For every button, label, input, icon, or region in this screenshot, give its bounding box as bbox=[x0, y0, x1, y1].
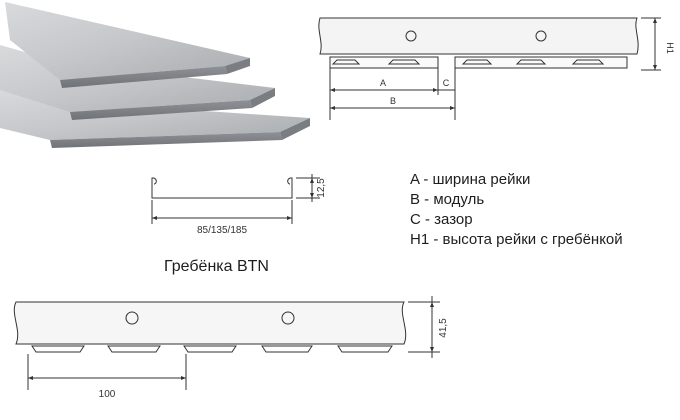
comb-diagram: 41,5 100 bbox=[13, 296, 449, 400]
dim-c-label: C bbox=[443, 78, 450, 88]
comb-pitch-label: 100 bbox=[99, 389, 116, 400]
profile-widths-label: 85/135/185 bbox=[197, 225, 247, 236]
legend-item: B - модуль bbox=[410, 191, 485, 208]
comb-height-label: 41,5 bbox=[438, 318, 449, 338]
dimension-legend: A - ширина рейки B - модуль C - зазор H1… bbox=[410, 170, 623, 250]
dim-a-label: A bbox=[380, 78, 386, 88]
slats-product-image bbox=[0, 2, 310, 148]
comb-title: Гребёнка BTN bbox=[164, 258, 269, 275]
legend-item: A - ширина рейки bbox=[410, 171, 531, 188]
dim-b-label: B bbox=[390, 96, 396, 106]
slat-top bbox=[5, 2, 250, 88]
dim-h1-label: H1 bbox=[665, 42, 675, 54]
legend-item: C - зазор bbox=[410, 211, 473, 228]
profile-height-label: 12,5 bbox=[316, 178, 327, 198]
slat-profile-diagram: 12,5 85/135/185 bbox=[151, 174, 327, 236]
legend-item: H1 - высота рейки с гребёнкой bbox=[410, 231, 623, 248]
slat-module-diagram: A C B H1 bbox=[318, 17, 675, 120]
